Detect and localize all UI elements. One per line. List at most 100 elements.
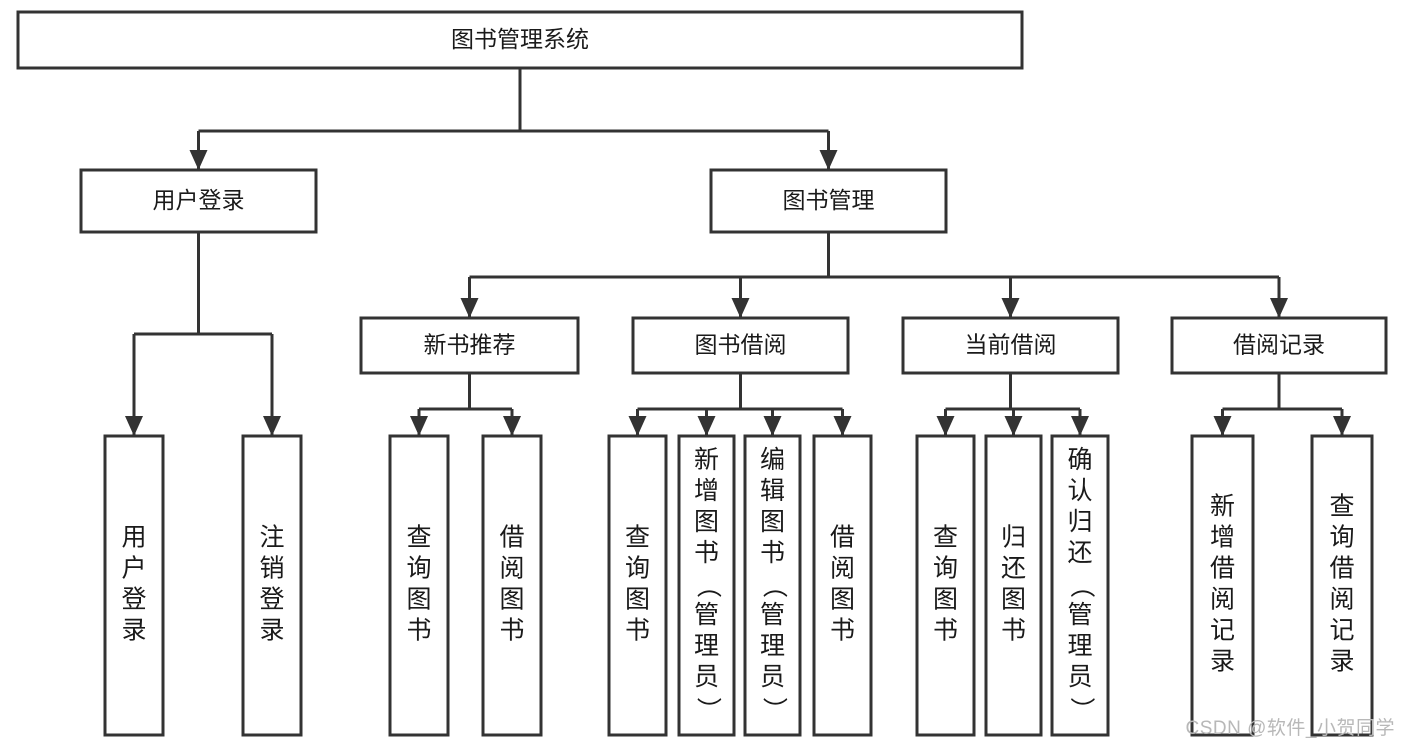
node-label-cb-query-book-char-0: 查 (933, 524, 958, 552)
node-label-cb-confirm-return-admin-char-8: ） (1067, 697, 1095, 722)
node-label-bb-edit-book-admin-char-5: 管 (760, 601, 785, 629)
connector-arrowhead (1333, 416, 1351, 436)
node-label-bb-edit-book-admin-char-2: 图 (760, 508, 785, 536)
node-label-cb-query-book-char-2: 图 (933, 586, 958, 614)
node-box-bb-query-book (607, 434, 668, 737)
node-label-cb-return-book-char-0: 归 (1001, 524, 1026, 552)
connector-arrowhead (125, 416, 143, 436)
node-label-bb-edit-book-admin-char-3: 书 (760, 539, 785, 567)
node-new-book-recommend[interactable]: 新书推荐 (359, 316, 580, 375)
node-label-bb-query-book-char-1: 询 (625, 555, 650, 583)
node-label-bb-add-book-admin-char-4: （ (694, 573, 722, 598)
node-user-login-leaf[interactable]: 用户登录 (103, 434, 165, 737)
watermark-text: CSDN @软件_小贺同学 (1185, 718, 1395, 739)
node-label-user-logout-leaf-char-1: 销 (259, 555, 284, 583)
node-label-nbr-query-book-char-3: 书 (406, 617, 431, 645)
node-box-new-book-recommend (359, 316, 580, 375)
node-label-bb-edit-book-admin-char-4: （ (760, 573, 788, 598)
node-label-user-logout-leaf-char-3: 录 (259, 617, 284, 645)
node-label-br-query-record-char-2: 借 (1329, 555, 1354, 583)
node-label-user-logout-leaf-char-0: 注 (259, 524, 284, 552)
node-label-new-book-recommend: 新书推荐 (424, 332, 516, 358)
node-label-user-login: 用户登录 (153, 187, 245, 213)
node-label-user-login-leaf-char-2: 登 (121, 586, 146, 614)
node-box-borrow-record (1170, 316, 1388, 375)
node-label-nbr-query-book-char-0: 查 (406, 524, 431, 552)
connector-arrowhead (697, 416, 716, 436)
node-book-management[interactable]: 图书管理 (709, 168, 948, 234)
node-box-root (16, 10, 1024, 70)
node-label-user-logout-leaf-char-2: 登 (259, 586, 284, 614)
node-label-bb-add-book-admin-char-8: ） (694, 697, 722, 722)
connector-arrowhead (936, 416, 955, 436)
node-box-user-login-leaf (103, 434, 165, 737)
node-root[interactable]: 图书管理系统 (16, 10, 1024, 70)
node-current-borrow[interactable]: 当前借阅 (901, 316, 1120, 375)
node-label-bb-add-book-admin-char-1: 增 (694, 477, 719, 505)
node-box-user-logout-leaf (241, 434, 303, 737)
node-label-book-borrow: 图书借阅 (695, 332, 787, 358)
node-label-bb-query-book-char-2: 图 (625, 586, 650, 614)
connector-arrowhead (731, 298, 750, 318)
node-box-nbr-borrow-book (481, 434, 543, 737)
node-label-bb-borrow-book-char-3: 书 (830, 617, 855, 645)
node-label-nbr-borrow-book-char-3: 书 (499, 617, 524, 645)
node-label-borrow-record: 借阅记录 (1233, 332, 1325, 358)
node-book-borrow[interactable]: 图书借阅 (631, 316, 850, 375)
node-label-cb-confirm-return-admin-char-7: 员 (1067, 663, 1092, 691)
node-label-bb-add-book-admin-char-3: 书 (694, 539, 719, 567)
node-label-bb-add-book-admin-char-0: 新 (694, 446, 719, 474)
node-label-br-add-record-char-3: 阅 (1210, 586, 1235, 614)
connector-arrowhead (189, 150, 208, 170)
node-label-cb-confirm-return-admin-char-0: 确 (1067, 446, 1092, 474)
node-label-br-query-record-char-3: 阅 (1329, 586, 1354, 614)
connector-arrowhead (1004, 416, 1023, 436)
connector-arrowhead (833, 416, 852, 436)
node-box-cb-query-book (915, 434, 976, 737)
node-label-nbr-borrow-book-char-2: 图 (499, 586, 524, 614)
node-label-cb-confirm-return-admin-char-5: 管 (1067, 601, 1092, 629)
node-box-bb-borrow-book (812, 434, 873, 737)
node-box-bb-edit-book-admin (743, 434, 802, 737)
node-box-br-query-record (1310, 434, 1374, 737)
node-label-br-add-record-char-5: 录 (1210, 648, 1235, 676)
node-label-bb-add-book-admin-char-2: 图 (694, 508, 719, 536)
node-label-bb-borrow-book-char-2: 图 (830, 586, 855, 614)
nodes-layer: 图书管理系统用户登录用户登录注销登录图书管理新书推荐查询图书借阅图书图书借阅查询… (16, 10, 1388, 737)
node-label-user-login-leaf-char-0: 用 (121, 524, 146, 552)
connector-arrowhead (819, 150, 838, 170)
node-label-bb-edit-book-admin-char-6: 理 (760, 632, 785, 660)
node-label-bb-borrow-book-char-1: 阅 (830, 555, 855, 583)
node-label-br-query-record-char-5: 录 (1329, 648, 1354, 676)
node-label-bb-add-book-admin-char-5: 管 (694, 601, 719, 629)
node-label-nbr-query-book-char-1: 询 (406, 555, 431, 583)
node-user-login[interactable]: 用户登录 (79, 168, 318, 234)
connectors-layer (125, 68, 1351, 436)
node-label-root: 图书管理系统 (451, 26, 589, 52)
node-box-book-management (709, 168, 948, 234)
connector-arrowhead (263, 416, 281, 436)
node-label-bb-edit-book-admin-char-0: 编 (760, 446, 785, 474)
node-label-cb-query-book-char-3: 书 (933, 617, 958, 645)
connector-arrowhead (628, 416, 647, 436)
connector-arrowhead (460, 298, 479, 318)
node-label-bb-borrow-book-char-0: 借 (830, 524, 855, 552)
node-label-bb-query-book-char-3: 书 (625, 617, 650, 645)
node-label-cb-confirm-return-admin-char-4: （ (1067, 573, 1095, 598)
node-box-cb-confirm-return-admin (1050, 434, 1110, 737)
node-label-cb-confirm-return-admin-char-3: 还 (1067, 539, 1092, 567)
node-box-current-borrow (901, 316, 1120, 375)
node-borrow-record[interactable]: 借阅记录 (1170, 316, 1388, 375)
